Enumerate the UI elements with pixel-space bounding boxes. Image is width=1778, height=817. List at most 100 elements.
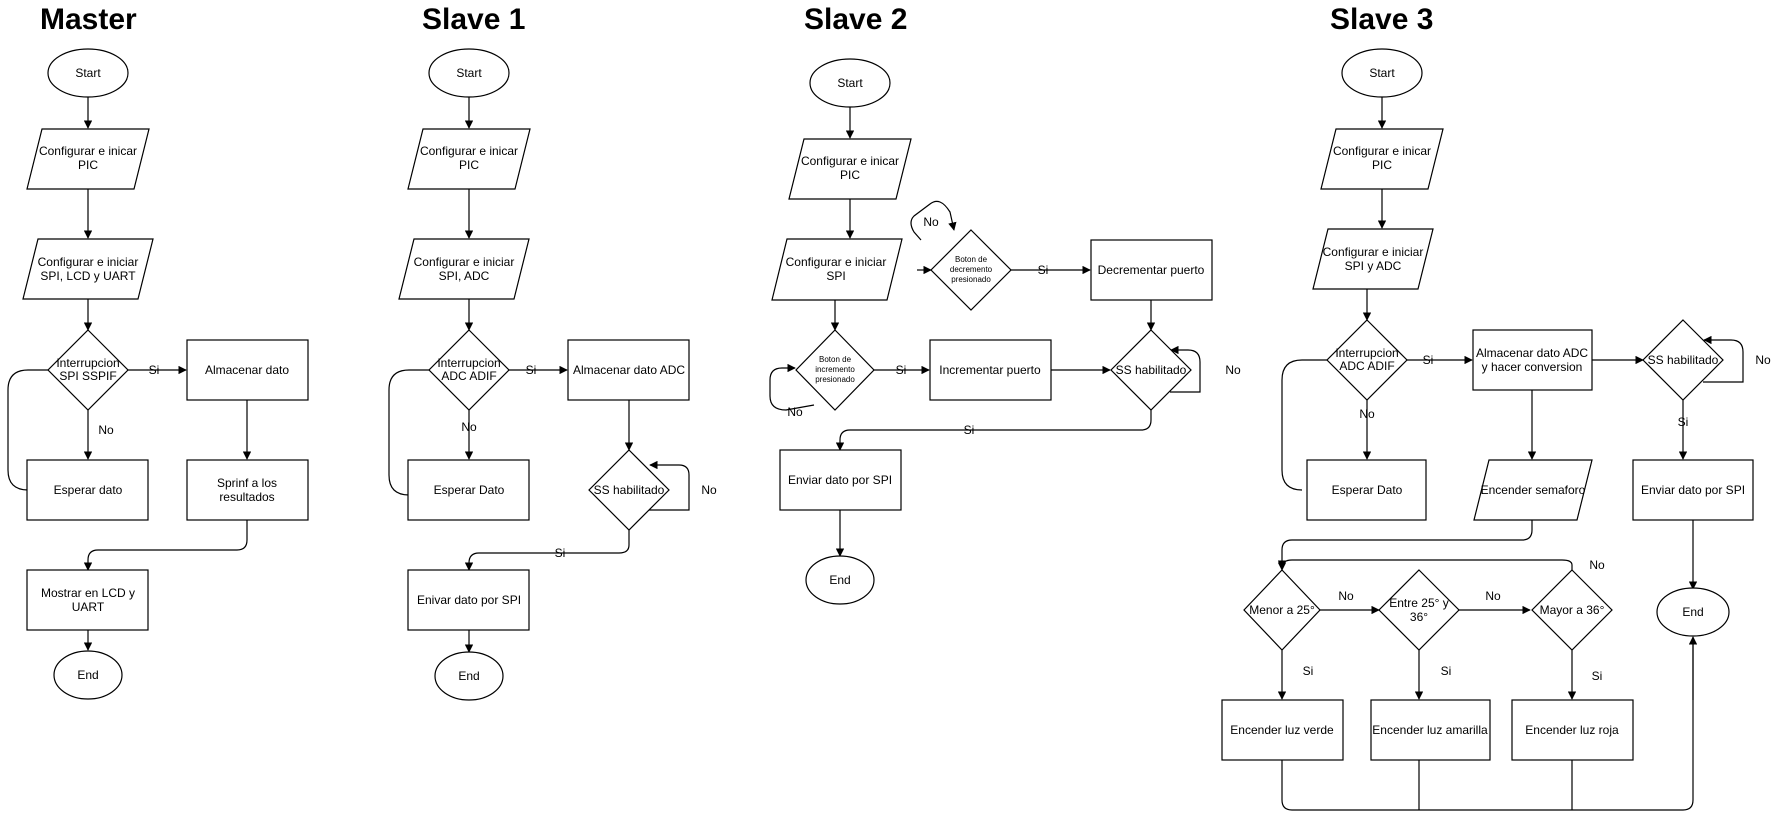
send-node	[779, 449, 902, 511]
interrupt-label-1: Interrupcion	[1335, 346, 1398, 360]
interrupt-decision	[47, 329, 129, 411]
config-spi-label-2: SPI	[826, 269, 845, 283]
config-pic-label-1: Configurar e inicar	[420, 144, 518, 158]
edge-label-no-ss: No	[1225, 363, 1241, 377]
edge-merge	[1281, 640, 1694, 811]
edge-label-no-menor: No	[1338, 589, 1354, 603]
config-pic-label-2: PIC	[1372, 158, 1392, 172]
edge-loop-ss	[1170, 345, 1201, 393]
edge	[83, 520, 248, 571]
start-label: Start	[75, 66, 101, 80]
config-spi-node	[1312, 228, 1434, 290]
store-label: Almacenar dato ADC	[573, 363, 685, 377]
edge-label-no-dec: No	[923, 215, 939, 229]
end-node	[805, 555, 875, 605]
interrupt-decision	[1326, 319, 1408, 401]
edge-label-no-inc: No	[787, 405, 803, 419]
sprintf-label-1: Sprinf a los	[217, 476, 277, 490]
edge-label-no: No	[98, 423, 114, 437]
start-label: Start	[1369, 66, 1395, 80]
config-pic-node	[788, 138, 912, 200]
start-node	[809, 58, 891, 108]
ss-decision	[1642, 319, 1724, 401]
store-node	[1472, 329, 1593, 391]
start-label: Start	[456, 66, 482, 80]
mayor-label: Mayor a 36°	[1540, 603, 1605, 617]
end-label: End	[829, 573, 850, 587]
edge-label-yes-entre: Si	[1441, 664, 1452, 678]
entre-label-2: 36°	[1410, 610, 1428, 624]
semaforo-label: Encender semaforo	[1481, 483, 1586, 497]
slave1-flow: Si No No Si Start Configurar e inicar PI…	[388, 48, 717, 701]
dec-button-label-3: presionado	[951, 275, 991, 284]
inc-button-decision	[795, 329, 875, 411]
title-slave1: Slave 1	[422, 3, 525, 36]
verde-node	[1221, 699, 1344, 761]
send-node	[1632, 459, 1754, 521]
title-master: Master	[40, 3, 137, 36]
store-node	[186, 339, 309, 401]
title-slave2: Slave 2	[804, 3, 907, 36]
roja-label: Encender luz roja	[1525, 723, 1619, 737]
entre-decision	[1378, 569, 1460, 651]
start-node	[428, 48, 510, 98]
slave3-flow: Si No No Si No No No Si Si Si Start Conf…	[1221, 48, 1771, 811]
edge-label-no: No	[461, 420, 477, 434]
config-spi-label-1: Configurar e iniciar	[414, 255, 515, 269]
inc-button-label-3: presionado	[815, 375, 855, 384]
config-pic-label-2: PIC	[840, 168, 860, 182]
inc-port-node	[929, 339, 1052, 401]
edge	[464, 530, 630, 571]
ss-label: SS habilitado	[1648, 353, 1719, 367]
edge-loop-temp	[1277, 559, 1573, 570]
config-spi-node	[771, 238, 903, 301]
end-label: End	[77, 668, 98, 682]
semaforo-node	[1473, 459, 1593, 521]
menor-decision	[1243, 569, 1321, 651]
edge	[1277, 520, 1533, 571]
edge-label-yes-ss: Si	[1678, 415, 1689, 429]
edge-label-yes-mayor: Si	[1592, 669, 1603, 683]
dec-port-label: Decrementar puerto	[1098, 263, 1205, 277]
interrupt-label-2: ADC ADIF	[1339, 359, 1394, 373]
entre-label-1: Entre 25° y	[1389, 596, 1449, 610]
store-node	[567, 339, 690, 401]
interrupt-label-2: ADC ADIF	[441, 369, 496, 383]
send-label: Enivar dato por SPI	[417, 593, 521, 607]
ss-label: SS habilitado	[594, 483, 665, 497]
edge-label-no: No	[1359, 407, 1375, 421]
dec-button-decision	[930, 229, 1012, 311]
config-spi-label-2: SPI y ADC	[1345, 259, 1402, 273]
config-spi-label-1: Configurar e iniciar	[786, 255, 887, 269]
send-label: Enviar dato por SPI	[788, 473, 892, 487]
ss-decision	[588, 449, 670, 531]
start-node	[47, 48, 129, 98]
dec-button-label-1: Boton de	[955, 255, 988, 264]
verde-label: Encender luz verde	[1230, 723, 1334, 737]
sprintf-label-2: resultados	[219, 490, 274, 504]
edge-label-no-ss: No	[701, 483, 717, 497]
wait-node	[407, 459, 530, 521]
amarilla-node	[1370, 699, 1491, 761]
interrupt-decision	[428, 329, 510, 411]
start-node	[1341, 48, 1423, 98]
slave2-flow: No Si No Si No Si Start Configurar e ini…	[769, 58, 1241, 605]
config-pic-node	[26, 128, 150, 190]
edge-label-no-mayor: No	[1589, 558, 1605, 572]
title-slave3: Slave 3	[1330, 3, 1433, 36]
edge-label-yes-menor: Si	[1303, 664, 1314, 678]
edge-label-yes: Si	[1423, 353, 1434, 367]
config-spi-node	[398, 238, 530, 300]
edge-label-yes: Si	[526, 363, 537, 377]
edge-label-no-entre: No	[1485, 589, 1501, 603]
ss-label: SS habilitado	[1116, 363, 1187, 377]
menor-label: Menor a 25°	[1249, 603, 1315, 617]
mayor-decision	[1531, 569, 1613, 651]
wait-label: Esperar Dato	[1332, 483, 1403, 497]
show-node	[26, 569, 149, 631]
edge	[835, 410, 1152, 451]
edge-label-yes-ss: Si	[555, 546, 566, 560]
store-label-2: y hacer conversion	[1482, 360, 1583, 374]
interrupt-label-2: SPI SSPIF	[59, 369, 116, 383]
config-spi-label-2: SPI, ADC	[439, 269, 490, 283]
